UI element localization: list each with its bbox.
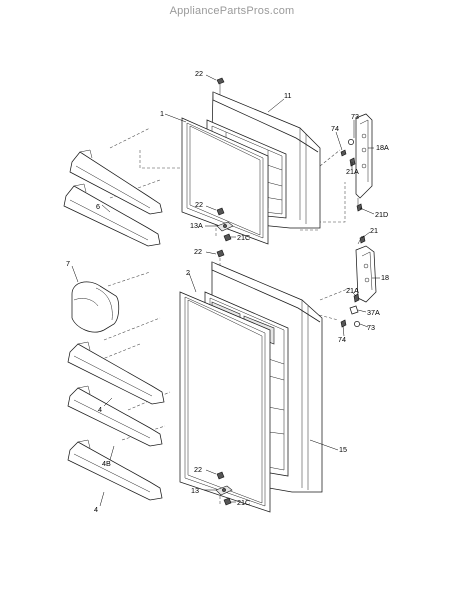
callout-21C: 21C [237,233,250,242]
callout-22-mid: 22 [195,200,203,209]
callout-1: 1 [160,109,164,118]
callout-21A-lower: 21A [346,286,359,295]
lower-hinge-18 [355,235,377,303]
callout-74: 74 [331,124,339,133]
fresh-food-gasket-2 [179,291,271,513]
callout-73: 73 [351,112,359,121]
callout-74-lower: 74 [338,335,346,344]
butter-compartment-7 [71,281,120,333]
freezer-door-shelves-6 [63,149,163,247]
watermark-text: AppliancePartsPros.com [169,5,295,17]
callout-4B: 4B [102,459,111,468]
upper-hinge-18A [355,113,373,210]
callout-15: 15 [339,445,347,454]
callout-22-lower: 22 [194,247,202,256]
callout-22: 22 [195,69,203,78]
callout-37A: 37A [367,308,380,317]
callout-18: 18 [381,273,389,282]
callout-18A: 18A [376,143,389,152]
part-callout-labels: 22 11 1 73 74 18A 21A 6 22 13A 21C 21D 2… [66,69,389,514]
callout-21D: 21D [375,210,388,219]
callout-13: 13 [191,486,199,495]
callout-73-lower: 73 [367,323,375,332]
callout-4-bottom: 4 [94,505,98,514]
callout-6: 6 [96,202,100,211]
leader-lines [71,74,380,507]
callout-4: 4 [98,405,102,414]
callout-2: 2 [186,268,190,277]
freezer-gasket-1 [181,117,269,245]
callout-7: 7 [66,259,70,268]
callout-11: 11 [284,91,291,100]
upper-small-hardware [216,77,363,242]
callout-21: 21 [370,226,378,235]
callout-21C-bottom: 21C [237,498,250,507]
lower-small-hardware [215,235,366,506]
fresh-food-door-shelves [67,341,165,501]
callout-22-bottom: 22 [194,465,202,474]
callout-13A: 13A [190,221,203,230]
callout-21A: 21A [346,167,359,176]
